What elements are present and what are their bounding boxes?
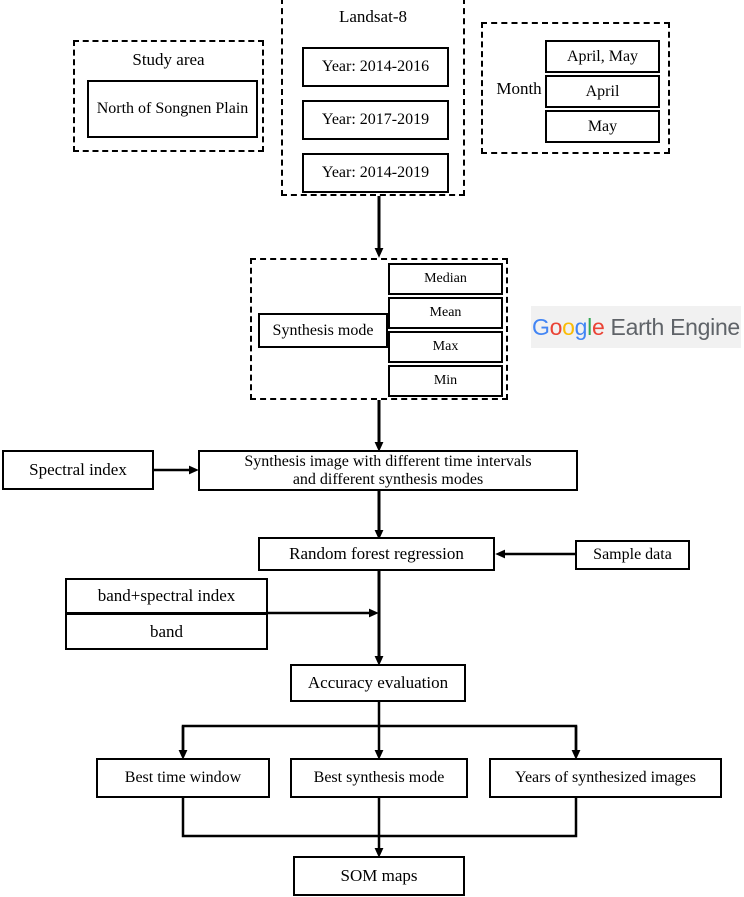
logo-product-name: Earth Engine [604, 313, 741, 340]
node-som-maps[interactable]: SOM maps [293, 856, 465, 896]
node-landsat-year-2014-2019[interactable]: Year: 2014-2019 [302, 153, 449, 193]
node-accuracy-evaluation[interactable]: Accuracy evaluation [290, 664, 466, 702]
node-month-april-may[interactable]: April, May [545, 40, 660, 73]
node-synthesis-median[interactable]: Median [388, 263, 503, 295]
node-spectral-index[interactable]: Spectral index [2, 450, 154, 490]
month-group-label: Month [496, 79, 542, 98]
month-group [481, 22, 670, 154]
node-landsat-year-2017-2019[interactable]: Year: 2017-2019 [302, 100, 449, 140]
study-area-group-label: Study area [132, 50, 205, 69]
logo-letter-l: l [587, 313, 592, 340]
node-random-forest-regression[interactable]: Random forest regression [258, 537, 495, 571]
node-band[interactable]: band [65, 613, 268, 650]
landsat-group-label: Landsat-8 [339, 7, 407, 26]
node-band-plus-spectral-index[interactable]: band+spectral index [65, 578, 268, 614]
logo-letter-g1: G [532, 313, 550, 340]
logo-letter-g2: g [574, 313, 588, 340]
node-month-may[interactable]: May [545, 110, 660, 143]
node-sample-data[interactable]: Sample data [575, 540, 690, 570]
landsat-group [281, 0, 465, 196]
node-synthesis-image-line2: and different synthesis modes [292, 470, 484, 488]
google-earth-engine-wordmark: Google Earth Engine [532, 314, 740, 341]
node-synthesis-max[interactable]: Max [388, 331, 503, 363]
node-synthesis-mean[interactable]: Mean [388, 297, 503, 329]
google-earth-engine-logo: Google Earth Engine [531, 306, 741, 348]
node-best-time-window[interactable]: Best time window [96, 758, 270, 798]
node-years-of-synthesized-images[interactable]: Years of synthesized images [489, 758, 722, 798]
node-north-songnen-plain[interactable]: North of Songnen Plain [87, 80, 258, 138]
logo-letter-e: e [591, 313, 605, 340]
node-synthesis-min[interactable]: Min [388, 365, 503, 397]
synthesis-mode-group [250, 258, 508, 400]
node-synthesis-image-line1: Synthesis image with different time inte… [244, 452, 532, 470]
node-month-april[interactable]: April [545, 75, 660, 108]
node-synthesis-mode-label[interactable]: Synthesis mode [258, 313, 388, 348]
logo-letter-o2: o [562, 313, 575, 340]
logo-letter-o1: o [549, 313, 563, 340]
node-landsat-year-2014-2016[interactable]: Year: 2014-2016 [302, 47, 449, 87]
study-area-group [73, 40, 264, 152]
node-synthesis-image[interactable]: Synthesis image with different time inte… [198, 450, 578, 491]
node-best-synthesis-mode[interactable]: Best synthesis mode [290, 758, 468, 798]
